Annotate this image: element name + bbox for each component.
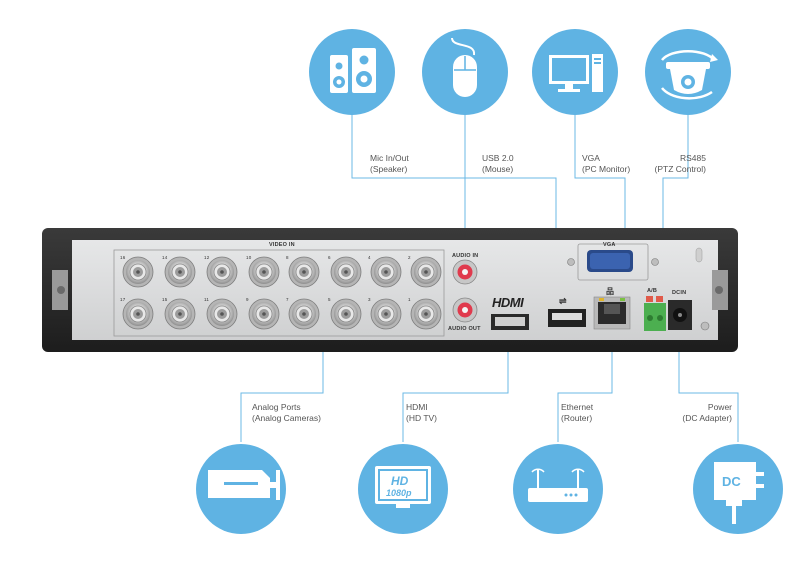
callout-hdmi: HDMI (HD TV) (406, 402, 437, 424)
bnc-port (248, 256, 280, 288)
mouse-icon (422, 29, 508, 115)
hdmi-logo: HDMI (492, 295, 524, 310)
callout-rs485: RS485 (PTZ Control) (636, 153, 706, 175)
bnc-number: 12 (204, 255, 210, 260)
cctv-camera-icon (196, 444, 286, 534)
dcin-label: DCIN (672, 290, 687, 296)
bnc-port (330, 256, 362, 288)
bnc-number: 1 (408, 297, 411, 302)
speaker-icon (309, 29, 395, 115)
bnc-port (122, 256, 154, 288)
callout-analog-title: Analog Ports (252, 402, 301, 412)
power-adapter-icon: DC (693, 444, 783, 534)
bnc-number: 6 (328, 255, 331, 260)
bnc-port (370, 256, 402, 288)
audio-in-port (452, 259, 478, 285)
audio-out-label: AUDIO OUT (448, 326, 481, 332)
bnc-port (288, 256, 320, 288)
network-symbol-icon: 品 (606, 287, 615, 296)
callout-analog: Analog Ports (Analog Cameras) (252, 402, 321, 424)
bnc-number: 3 (368, 297, 371, 302)
callout-usb: USB 2.0 (Mouse) (482, 153, 514, 175)
callout-ethernet: Ethernet (Router) (561, 402, 593, 424)
vga-port-label: VGA (603, 242, 616, 248)
bnc-port (164, 256, 196, 288)
callout-usb-title: USB 2.0 (482, 153, 514, 163)
callout-rs485-sub: (PTZ Control) (654, 164, 706, 174)
bnc-ports-top-row (122, 256, 442, 288)
bnc-number: 16 (120, 255, 126, 260)
bnc-number: 14 (162, 255, 168, 260)
callout-ethernet-title: Ethernet (561, 402, 594, 412)
callout-analog-sub: (Analog Cameras) (252, 413, 321, 423)
bnc-number: 9 (246, 297, 249, 302)
bnc-number: 5 (328, 297, 331, 302)
bnc-port (206, 256, 238, 288)
bnc-port (288, 298, 320, 330)
bnc-port (248, 298, 280, 330)
router-icon (513, 444, 603, 534)
callout-mic-title: Mic In/Out (370, 153, 409, 163)
bnc-number: 8 (286, 255, 289, 260)
video-in-label: VIDEO IN (269, 242, 295, 248)
callout-mic: Mic In/Out (Speaker) (370, 153, 409, 175)
callout-ethernet-sub: (Router) (561, 413, 593, 423)
callout-vga-title: VGA (582, 153, 600, 163)
dc-label: DC (722, 474, 741, 489)
bnc-number: 7 (286, 297, 289, 302)
bnc-number: 2 (408, 255, 411, 260)
hd-label: HD (391, 474, 409, 488)
bnc-number: 4 (368, 255, 371, 260)
bnc-port (410, 298, 442, 330)
resolution-label: 1080p (386, 488, 412, 498)
callout-power-sub: (DC Adapter) (682, 413, 732, 423)
bnc-number: 17 (120, 297, 126, 302)
audio-out-port (452, 297, 478, 323)
bnc-port (122, 298, 154, 330)
bnc-number: 11 (204, 297, 210, 302)
callout-hdmi-title: HDMI (406, 402, 428, 412)
usb-symbol-icon: ⇌ (559, 296, 567, 306)
bnc-port (206, 298, 238, 330)
bnc-port (370, 298, 402, 330)
callout-usb-sub: (Mouse) (482, 164, 514, 174)
dvr-back-panel (42, 228, 738, 352)
bnc-port (330, 298, 362, 330)
bnc-number: 10 (246, 255, 252, 260)
bnc-port (410, 256, 442, 288)
callout-rs485-title: RS485 (680, 153, 706, 163)
bnc-ports-bottom-row (122, 298, 442, 330)
callout-mic-sub: (Speaker) (370, 164, 408, 174)
bnc-port (164, 298, 196, 330)
ab-label: A/B (647, 288, 658, 294)
callout-power: Power (DC Adapter) (666, 402, 732, 424)
audio-in-label: AUDIO IN (452, 253, 479, 259)
callout-hdmi-sub: (HD TV) (406, 413, 438, 423)
ptz-camera-icon (645, 29, 731, 115)
callout-vga: VGA (PC Monitor) (582, 153, 630, 175)
callout-vga-sub: (PC Monitor) (582, 164, 631, 174)
bnc-number: 15 (162, 297, 168, 302)
hd-tv-icon: HD 1080p (358, 444, 448, 534)
monitor-icon (532, 29, 618, 115)
callout-power-title: Power (707, 402, 732, 412)
connector-lines-bottom (240, 330, 739, 442)
